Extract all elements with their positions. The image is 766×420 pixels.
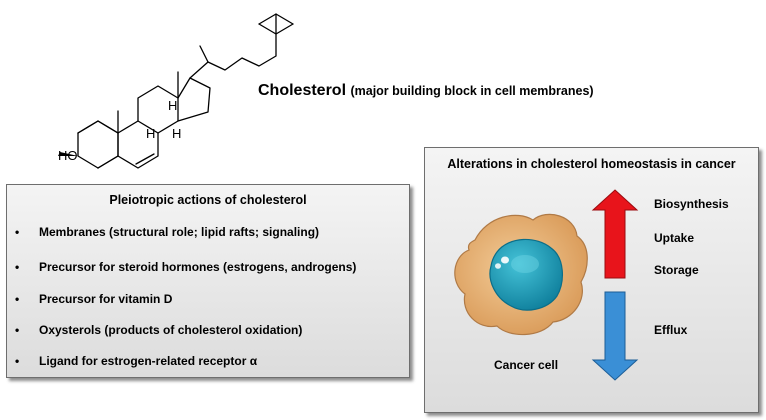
up-item-label: Biosynthesis: [654, 197, 729, 211]
cholesterol-structure: HO H H H: [58, 13, 294, 169]
up-arrow: [591, 189, 639, 279]
action-text: Membranes (structural role; lipid rafts;…: [39, 225, 320, 239]
hydroxyl-label: HO: [58, 148, 78, 163]
action-text: Oxysterols (products of cholesterol oxid…: [39, 323, 303, 337]
hydrogen-label: H: [146, 126, 155, 141]
actions-panel-title: Pleiotropic actions of cholesterol: [109, 193, 307, 207]
cancer-panel: Alterations in cholesterol homeostasis i…: [424, 147, 759, 413]
action-text: Precursor for steroid hormones (estrogen…: [39, 260, 357, 274]
action-item: • Membranes (structural role; lipid raft…: [7, 225, 407, 241]
bullet: •: [15, 260, 20, 274]
bullet: •: [15, 225, 20, 239]
action-item: • Ligand for estrogen-related receptor α: [7, 354, 407, 370]
highlight: [501, 256, 509, 264]
action-item: • Precursor for steroid hormones (estrog…: [7, 260, 407, 276]
cell-label: Cancer cell: [494, 358, 559, 372]
bullet: •: [15, 354, 20, 368]
hydrogen-label: H: [172, 126, 181, 141]
highlight: [511, 255, 539, 273]
highlight: [495, 263, 501, 269]
cancer-panel-title: Alterations in cholesterol homeostasis i…: [447, 157, 736, 171]
up-item-label: Uptake: [654, 231, 695, 245]
up-item-label: Storage: [654, 263, 699, 277]
cancer-illustration: [454, 189, 639, 381]
hydrogen-label: H: [168, 98, 177, 113]
action-text: Precursor for vitamin D: [39, 292, 173, 306]
bullet: •: [15, 323, 20, 337]
molecule-name: Cholesterol: [258, 82, 347, 99]
nucleus: [489, 238, 563, 311]
down-item-label: Efflux: [654, 323, 688, 337]
bullet: •: [15, 292, 20, 306]
actions-panel: Pleiotropic actions of cholesterol • Mem…: [6, 184, 410, 378]
molecule-description: (major building block in cell membranes): [350, 84, 594, 98]
action-item: • Precursor for vitamin D: [7, 292, 407, 308]
action-item: • Oxysterols (products of cholesterol ox…: [7, 323, 407, 339]
molecule-caption: Cholesterol (major building block in cel…: [258, 82, 594, 100]
action-text: Ligand for estrogen-related receptor α: [39, 354, 258, 368]
down-arrow: [591, 291, 639, 381]
